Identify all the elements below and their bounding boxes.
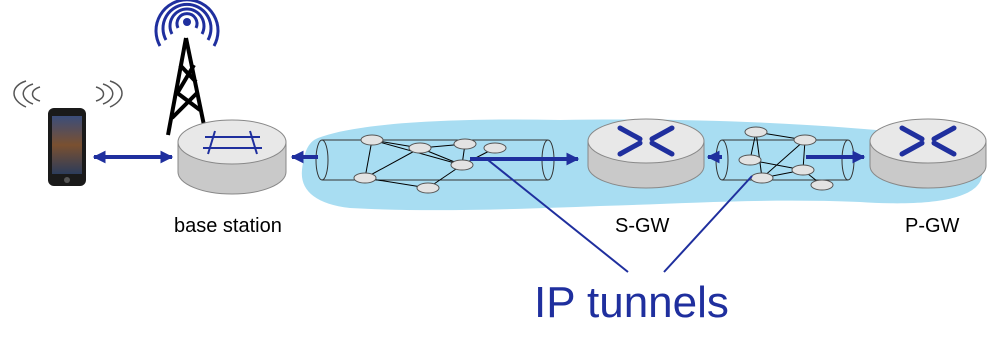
- router-icon: [353, 134, 507, 194]
- router-icon: [738, 126, 834, 191]
- ip-tunnels-label: IP tunnels: [534, 278, 729, 327]
- radio-waves-icon: [13, 80, 123, 108]
- pgw-router-icon: [869, 118, 987, 189]
- base-station-icon: [177, 119, 287, 195]
- radio-waves-icon: [154, 0, 220, 47]
- base-station-label: base station: [174, 215, 282, 237]
- antenna-tower-icon: [166, 37, 208, 136]
- smartphone-icon: [48, 108, 86, 186]
- pgw-label: P-GW: [905, 215, 960, 237]
- sgw-label: S-GW: [615, 215, 670, 237]
- callout-lines: [487, 159, 753, 273]
- sgw-router-icon: [587, 118, 705, 189]
